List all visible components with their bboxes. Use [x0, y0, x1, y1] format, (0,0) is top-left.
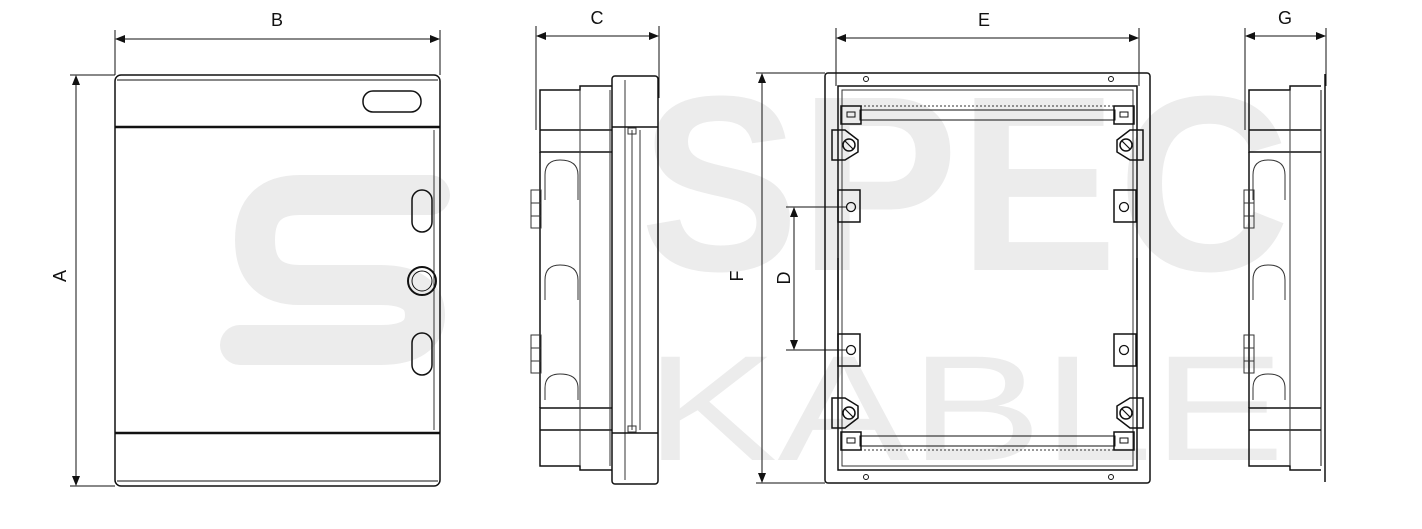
door-slot-lower-icon [411, 332, 433, 376]
watermark-logo-icon [220, 175, 450, 365]
rail-clamp-top-right-icon [1113, 105, 1135, 125]
watermark-line2: KABLE [645, 324, 1285, 492]
dimension-b: B [114, 10, 441, 75]
front-view [114, 74, 441, 487]
dimension-label-c: C [591, 8, 604, 28]
interior-view [824, 72, 1151, 484]
dimension-label-b: B [271, 10, 283, 30]
dimension-label-g: G [1278, 8, 1292, 28]
label-window-icon [362, 90, 422, 113]
rail-clamp-bottom-left-icon [840, 431, 862, 451]
door-lock-icon [407, 266, 437, 296]
side-view-left [530, 75, 659, 485]
dimension-c: C [535, 8, 660, 130]
dimension-e: E [835, 10, 1140, 86]
door-slot-upper-icon [411, 189, 433, 233]
corner-screw-bottom-right-icon [1116, 397, 1144, 429]
dimension-label-f: F [727, 271, 747, 282]
rail-clamp-bottom-right-icon [1113, 431, 1135, 451]
corner-screw-top-right-icon [1116, 129, 1144, 161]
dimension-f: F [727, 72, 825, 484]
mounting-hole-icon [1113, 189, 1137, 223]
dimension-label-a: A [50, 270, 70, 282]
mounting-hole-icon [1113, 333, 1137, 367]
side-view-right [1243, 74, 1326, 482]
dimension-label-e: E [978, 10, 990, 30]
dimension-d: D [774, 206, 847, 351]
dimension-a: A [50, 74, 115, 487]
rail-clamp-top-left-icon [840, 105, 862, 125]
dimension-label-d: D [774, 272, 794, 285]
dimension-g: G [1244, 8, 1327, 130]
corner-screw-top-left-icon [831, 129, 859, 161]
corner-screw-bottom-left-icon [831, 397, 859, 429]
